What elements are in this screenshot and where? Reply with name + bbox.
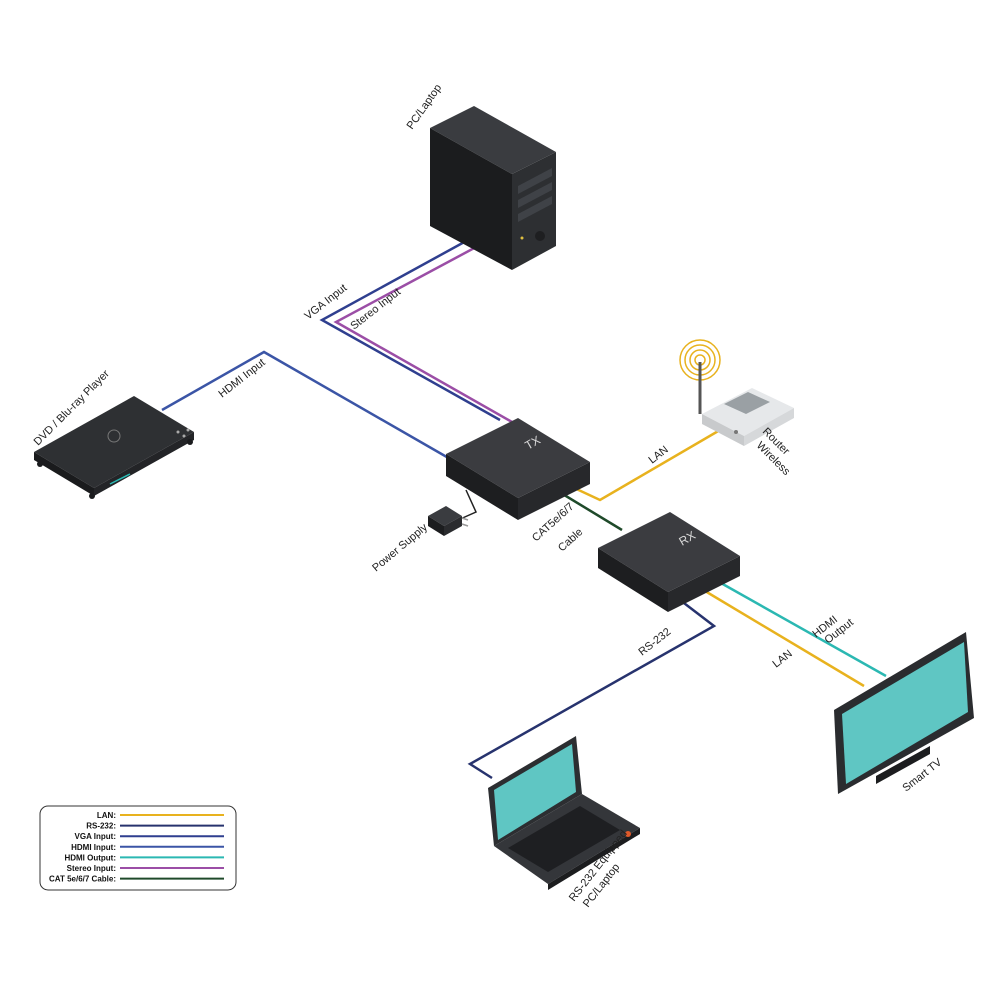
legend-label: RS-232:	[86, 822, 116, 831]
stereo-input-label: Stereo Input	[348, 286, 403, 332]
cat-label-line2: Cable	[556, 526, 585, 554]
vga-input-label: VGA Input	[302, 282, 349, 322]
smart-tv	[834, 632, 974, 794]
hdmi-output-cable	[711, 576, 887, 678]
wireless-router	[679, 339, 794, 446]
legend-label: VGA Input:	[75, 832, 116, 841]
lan-tv-label: LAN	[770, 648, 794, 671]
power-cable	[457, 489, 477, 521]
tx-label: TX	[523, 433, 543, 453]
hdmi-input-cable	[161, 350, 453, 462]
vga-cable	[319, 238, 501, 422]
power-supply-label: Power Supply	[370, 521, 430, 574]
legend: LAN: RS-232:VGA Input: HDMI Input:HDMI Out…	[39, 805, 237, 891]
legend-label: CAT 5e/6/7 Cable:	[49, 875, 116, 884]
rs232-cable	[467, 599, 717, 780]
legend-label: HDMI Input:	[71, 843, 116, 852]
legend-items: LAN: RS-232:VGA Input: HDMI Input:HDMI Out…	[49, 811, 224, 884]
dvd-player	[34, 396, 194, 499]
cat-cable	[555, 488, 623, 532]
stereo-cable	[333, 244, 513, 424]
legend-label: LAN:	[97, 811, 116, 820]
power-supply	[428, 506, 469, 536]
tx-unit: TX	[446, 418, 590, 520]
lan-cable-tv	[699, 586, 865, 688]
pc-tower	[430, 106, 556, 270]
legend-label: Stereo Input:	[67, 864, 116, 873]
lan-cable-router	[569, 428, 721, 502]
legend-label: HDMI Output:	[64, 853, 116, 862]
rx-unit: RX	[598, 512, 740, 612]
lan-router-label: LAN	[646, 444, 670, 467]
laptop	[488, 736, 640, 890]
